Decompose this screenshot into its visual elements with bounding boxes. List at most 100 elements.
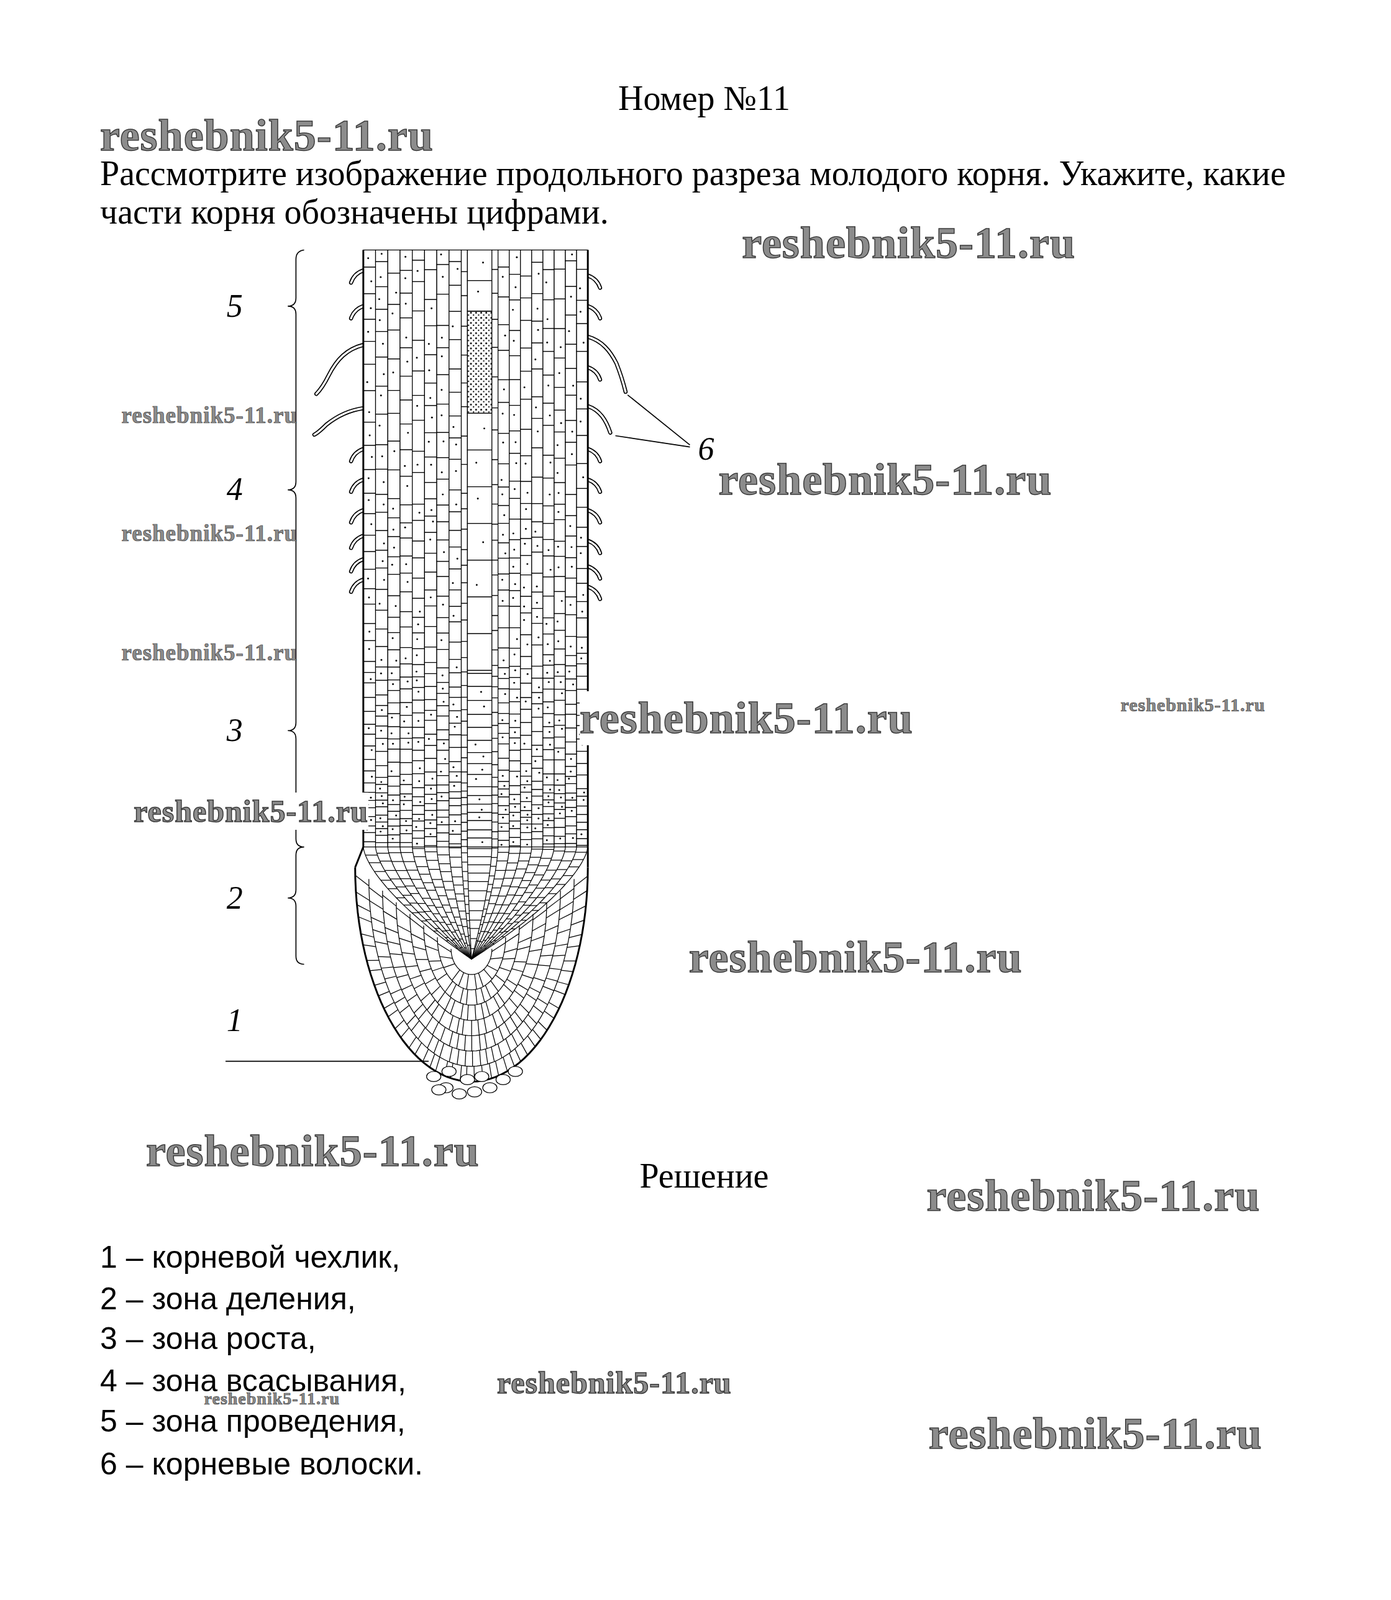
cell xyxy=(375,822,389,830)
cap-wall xyxy=(458,972,464,986)
cell-wall xyxy=(469,928,479,929)
cell xyxy=(400,424,413,451)
cell xyxy=(400,749,413,763)
cap-wall xyxy=(372,930,386,935)
cell-wall xyxy=(445,912,453,913)
cell-wall xyxy=(400,852,413,853)
cell xyxy=(436,750,450,765)
nucleus xyxy=(557,640,560,643)
cell xyxy=(424,269,437,300)
nucleus xyxy=(440,795,443,798)
cap-wall xyxy=(503,1057,508,1072)
nucleus xyxy=(390,672,393,675)
cell-wall xyxy=(460,933,465,935)
cell-wall xyxy=(365,854,378,856)
nucleus xyxy=(501,775,504,778)
cell xyxy=(387,842,401,847)
nucleus xyxy=(501,441,504,444)
cell xyxy=(492,751,499,765)
cell-wall xyxy=(363,847,472,960)
nucleus xyxy=(569,524,571,527)
cell xyxy=(424,794,437,804)
nucleus xyxy=(504,334,507,337)
root-hair-outline xyxy=(587,367,601,380)
nucleus xyxy=(392,528,395,531)
cap-wall xyxy=(425,1017,433,1029)
cell xyxy=(531,477,543,504)
cell xyxy=(520,776,532,786)
cap-wall xyxy=(431,985,440,995)
cell xyxy=(387,703,401,714)
cap-wall xyxy=(521,1043,529,1055)
nucleus xyxy=(380,394,383,397)
cap-wall xyxy=(383,911,397,920)
cap-wall xyxy=(398,938,412,943)
cell xyxy=(498,667,510,679)
cap-wall xyxy=(567,946,581,949)
cell-wall xyxy=(480,948,483,949)
cell xyxy=(400,449,413,477)
nucleus xyxy=(382,481,385,484)
cap-wall xyxy=(436,973,447,981)
cell xyxy=(400,523,413,539)
cap-wall xyxy=(387,941,401,945)
cell-wall xyxy=(506,894,516,896)
cell xyxy=(498,464,510,488)
cell xyxy=(461,813,468,823)
cell xyxy=(520,669,532,684)
nucleus xyxy=(560,600,563,603)
nucleus xyxy=(393,450,396,453)
cell-wall xyxy=(464,947,467,949)
cell-wall xyxy=(437,895,447,896)
zone-number: 3 xyxy=(226,711,243,750)
cell-wall xyxy=(506,862,518,864)
cell xyxy=(449,490,462,512)
cap-outline xyxy=(355,847,364,868)
nucleus xyxy=(475,583,478,586)
nucleus xyxy=(379,276,382,279)
cell xyxy=(375,629,389,647)
cell xyxy=(387,762,401,777)
nucleus xyxy=(367,499,370,502)
cell xyxy=(412,598,425,618)
cap-wall xyxy=(505,933,520,943)
watermark: reshebnik5-11.ru xyxy=(928,1407,1263,1461)
nucleus xyxy=(381,455,384,458)
cell xyxy=(492,408,499,431)
cell xyxy=(492,813,499,822)
cell xyxy=(436,739,450,751)
cell-wall xyxy=(479,941,483,943)
cell xyxy=(498,805,510,815)
cell xyxy=(424,326,437,356)
cell xyxy=(576,637,588,654)
cell xyxy=(412,578,425,599)
root-hair-outline xyxy=(587,449,601,462)
cell xyxy=(424,828,437,837)
cell xyxy=(400,626,413,648)
nucleus xyxy=(546,839,548,842)
cell-wall xyxy=(540,857,552,859)
cap-wall xyxy=(490,980,499,992)
cell xyxy=(576,300,588,325)
cell xyxy=(467,838,492,847)
root-hair-fill xyxy=(587,479,601,493)
cap-wall xyxy=(449,1015,454,1031)
cell-wall xyxy=(501,885,511,887)
cell xyxy=(412,451,425,473)
cap-wall xyxy=(564,960,577,962)
cell xyxy=(412,557,425,579)
cell xyxy=(509,761,521,772)
cap-wall xyxy=(519,1004,529,1014)
nucleus xyxy=(581,610,584,613)
watermark: reshebnik5-11.ru xyxy=(718,452,1052,507)
cell xyxy=(520,613,532,635)
cap-wall xyxy=(497,1044,502,1059)
cell xyxy=(467,413,492,450)
nucleus xyxy=(534,406,537,409)
cell xyxy=(449,825,462,835)
cell xyxy=(449,621,462,643)
cell xyxy=(554,818,566,829)
nucleus xyxy=(546,672,548,675)
cap-wall xyxy=(471,1020,473,1037)
